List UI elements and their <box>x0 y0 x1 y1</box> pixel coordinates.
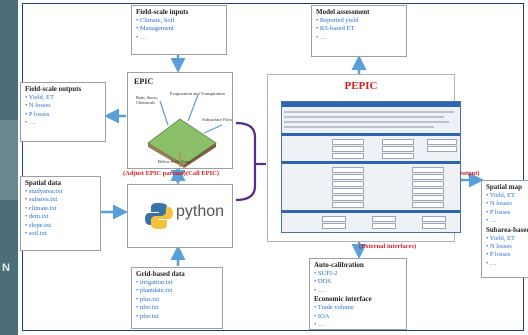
list-item: … <box>136 34 222 42</box>
list-item: … <box>314 321 402 329</box>
epic-schematic <box>147 94 223 168</box>
label-call-epic: (Call EPIC) <box>186 170 220 177</box>
list-item: … <box>25 119 101 127</box>
left-strip-texture <box>0 120 18 200</box>
label-external-interfaces: (External interfaces) <box>359 243 417 250</box>
list-item: studyarea.txt <box>25 188 96 196</box>
field-inputs-box: Field-scale inputs Climate, Soil Managem… <box>131 5 227 55</box>
list-item: Reported yield <box>316 17 402 25</box>
model-assessment-box: Model assessment Reported yield RS-based… <box>311 5 407 57</box>
field-outputs-box: Field-scale outputs Yield, ET N losses P… <box>20 82 106 142</box>
list-item: … <box>314 287 402 295</box>
auto-calibration-title: Auto-calibration <box>314 261 364 269</box>
epic-title: EPIC <box>134 77 154 86</box>
pepic-title: PEPIC <box>344 80 378 92</box>
left-strip-letter: N <box>2 262 10 274</box>
list-item: Yield, ET <box>486 192 528 200</box>
list-item: P losses <box>486 209 528 217</box>
list-item: climate.txt <box>25 205 96 213</box>
list-item: DDS <box>314 278 402 286</box>
grid-data-box: Grid-based data irrigation.txt plantdate… <box>131 267 223 329</box>
list-item: N losses <box>25 102 101 110</box>
list-item: … <box>486 217 528 225</box>
label-adjust-epic: (Adjust EPIC params) <box>123 170 186 177</box>
list-item: N losses <box>486 200 528 208</box>
list-item: P losses <box>486 251 528 259</box>
label-output: (Output) <box>455 170 480 177</box>
left-image-strip: N <box>0 0 18 335</box>
list-item: P losses <box>25 111 101 119</box>
list-item: Management <box>136 25 222 33</box>
python-logo-icon <box>145 203 173 229</box>
spatial-data-box: Spatial data studyarea.txt subarea.txt c… <box>20 176 101 251</box>
list-item: dem.txt <box>25 213 96 221</box>
auto-calibration-box: Auto-calibration SUFI-2 DDS … Economic i… <box>309 258 407 330</box>
list-item: RS-based ET <box>316 25 402 33</box>
python-box: python <box>127 184 233 248</box>
list-item: irrigation.txt <box>136 279 218 287</box>
epic-label-rootzone: Below Root Zone <box>158 159 190 164</box>
pepic-bracket <box>235 121 257 202</box>
epic-box: EPIC Rain, Snow, Chemicals Evaporation a… <box>127 72 233 169</box>
epic-label-evap: Evaporation and Transpiration <box>170 91 225 96</box>
list-item: Yield, ET <box>486 235 528 243</box>
epic-label-subsurface: Subsurface Flow <box>202 117 233 122</box>
list-item: … <box>316 34 402 42</box>
list-item: plus.txt <box>136 296 218 304</box>
field-inputs-title: Field-scale inputs <box>136 8 189 16</box>
list-item: IOA <box>314 313 402 321</box>
economic-interface-title: Economic interface <box>314 295 372 304</box>
grid-data-title: Grid-based data <box>136 270 185 278</box>
spatial-data-title: Spatial data <box>25 179 61 187</box>
pepic-window-screenshot <box>281 101 461 233</box>
field-outputs-title: Field-scale outputs <box>25 85 82 93</box>
list-item: Trade volume <box>314 304 402 312</box>
connector-layer <box>101 54 484 266</box>
list-item: N losses <box>486 243 528 251</box>
list-item: plantdate.txt <box>136 287 218 295</box>
diagram-frame: Field-scale inputs Climate, Soil Managem… <box>20 3 528 331</box>
list-item: Climate, Soil <box>136 17 222 25</box>
list-item: Yield, ET <box>25 94 101 102</box>
epic-label-rain: Rain, Snow, Chemicals <box>136 95 158 105</box>
list-item: SUFI-2 <box>314 270 402 278</box>
list-item: nfer.txt <box>136 304 218 312</box>
list-item: soil.txt <box>25 230 96 238</box>
list-item: subarea.txt <box>25 196 96 204</box>
subarea-title: Subarea-based <box>486 225 528 234</box>
list-item: … <box>486 260 528 268</box>
python-label: python <box>176 203 225 220</box>
list-item: slope.txt <box>25 222 96 230</box>
spatial-map-title: Spatial map <box>486 183 522 191</box>
model-assessment-title: Model assessment <box>316 8 370 16</box>
list-item: pfer.txt <box>136 313 218 321</box>
spatial-map-box: Spatial map Yield, ET N losses P losses … <box>481 180 528 278</box>
pepic-box: PEPIC <box>267 74 461 242</box>
